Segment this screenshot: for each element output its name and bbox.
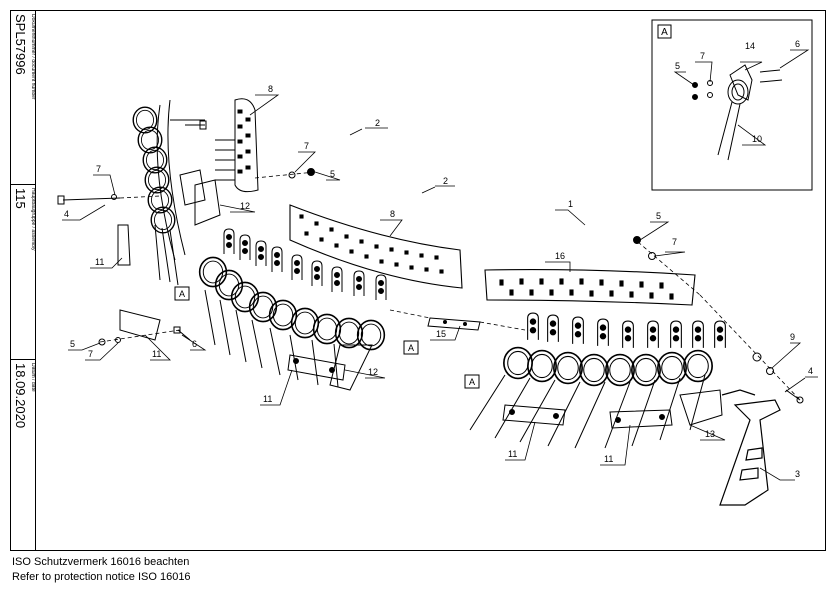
right-bar-part-16 [484,269,696,306]
callout-8: 8 [390,209,395,219]
callout-5: 5 [330,169,335,179]
view-ref-a: A [179,289,185,299]
right-rake-assembly [469,312,726,449]
title-block-divider [10,184,36,185]
callout-6: 6 [795,39,800,49]
callout-7: 7 [304,141,309,151]
callout-6: 6 [192,339,197,349]
callout-14: 14 [745,41,755,51]
view-ref-a: A [408,343,414,353]
fastener-hardware [57,120,804,404]
detail-a-view: A [651,19,813,191]
callout-11: 11 [604,454,613,464]
title-block: Dokumentnummer / document number SPL5799… [10,10,36,551]
callout-2: 2 [375,118,380,128]
callout-5: 5 [656,211,661,221]
callout-4: 4 [64,209,69,219]
left-rake-assembly-upper [132,99,206,286]
callout-7: 7 [672,237,677,247]
callout-3: 3 [795,469,800,479]
callout-16: 16 [555,251,565,261]
callout-11: 11 [508,449,517,459]
title-block-divider [10,359,36,360]
callout-12: 12 [368,367,378,377]
callout-11: 11 [263,394,272,404]
callout-15: 15 [436,329,446,339]
exploded-assembly-drawing: A [57,19,818,506]
callout-5: 5 [675,61,680,71]
document-number-value: SPL57996 [13,14,28,75]
callout-9: 9 [790,332,795,342]
protection-notice-de: ISO Schutzvermerk 16016 beachten [12,556,190,568]
assembly-value: 115 [13,188,28,209]
part-15 [427,317,481,331]
callout-labels: 1 2 2 3 4 4 5 5 5 5 6 6 7 7 7 7 7 8 8 9 … [64,39,813,479]
view-ref-a: A [469,377,475,387]
protection-notice-en: Refer to protection notice ISO 16016 [12,571,191,583]
detail-a-label: A [661,27,668,38]
left-bar-part-8-upper [194,98,259,226]
callout-2: 2 [443,176,448,186]
callout-8: 8 [268,84,273,94]
callout-1: 1 [568,199,573,209]
drawing-frame [10,10,826,551]
dashed-assembly-lines [99,171,801,401]
date-value: 18.09.2020 [13,363,28,429]
callout-7: 7 [96,164,101,174]
callout-13: 13 [705,429,715,439]
middle-rake-assembly [198,228,387,391]
callout-7: 7 [88,349,93,359]
callout-11: 11 [95,257,104,267]
callout-11: 11 [152,349,161,359]
callout-4: 4 [808,366,813,376]
bracket-part-3 [719,389,781,506]
callout-10: 10 [752,134,762,144]
callout-5: 5 [70,339,75,349]
view-reference-boxes: A A A [174,286,480,389]
leader-lines [62,49,818,481]
callout-12: 12 [240,201,250,211]
middle-bar-part-8 [289,204,463,289]
callout-7: 7 [700,51,705,61]
